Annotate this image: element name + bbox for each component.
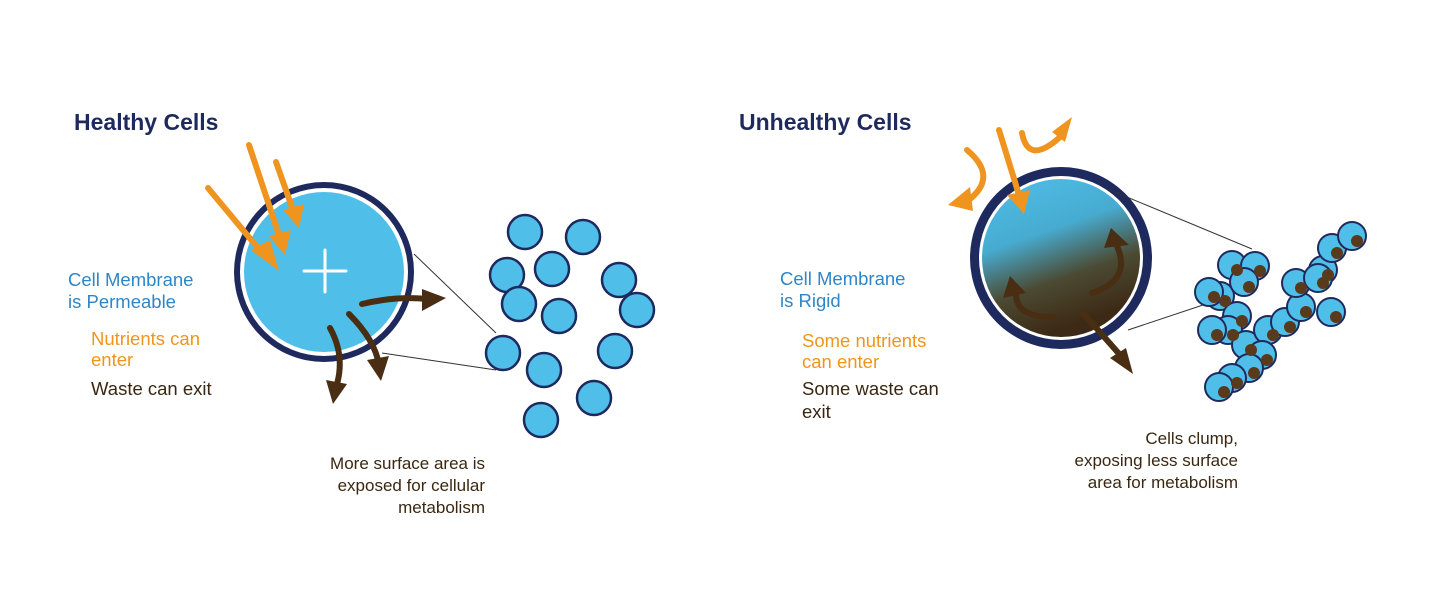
healthy-title: Healthy Cells xyxy=(74,109,219,135)
caption-line: More surface area is xyxy=(330,454,485,473)
label-line: Some nutrients xyxy=(802,330,927,351)
healthy-cell xyxy=(234,182,414,362)
unhealthy-nutrient-label: Some nutrients can enter xyxy=(802,330,926,372)
healthy-waste-label: Waste can exit xyxy=(91,377,212,400)
label-line: Waste can exit xyxy=(91,378,212,399)
unhealthy-membrane-label: Cell Membrane is Rigid xyxy=(780,268,905,312)
clumped-cells xyxy=(1194,221,1367,402)
caption-line: metabolism xyxy=(398,498,485,517)
caption-line: area for metabolism xyxy=(1087,473,1238,492)
unhealthy-title: Unhealthy Cells xyxy=(739,109,912,135)
healthy-membrane-label: Cell Membrane is Permeable xyxy=(68,269,193,313)
label-line: exit xyxy=(802,401,831,422)
label-line: Cell Membrane xyxy=(68,269,194,290)
healthy-small-cells xyxy=(484,213,656,439)
label-line: Nutrients can xyxy=(91,328,200,349)
healthy-waste-arrows xyxy=(326,289,446,404)
unhealthy-internal-arrows xyxy=(1003,228,1129,321)
healthy-nutrient-label: Nutrients can enter xyxy=(91,328,200,370)
caption-line: exposing less surface xyxy=(1074,451,1238,470)
clumped-cell-spots xyxy=(1208,235,1363,398)
label-line: can enter xyxy=(802,351,880,372)
label-line: Cell Membrane xyxy=(780,268,906,289)
unhealthy-caption: Cells clump, exposing less surface area … xyxy=(1075,428,1238,494)
unhealthy-waste-label: Some waste can exit xyxy=(802,377,939,423)
healthy-caption: More surface area is exposed for cellula… xyxy=(330,453,485,519)
plus-icon xyxy=(302,248,348,294)
unhealthy-waste-arrow xyxy=(1080,310,1133,374)
label-line: is Rigid xyxy=(780,290,841,311)
caption-line: exposed for cellular xyxy=(337,476,485,495)
healthy-zoom-lines xyxy=(381,253,497,371)
label-line: is Permeable xyxy=(68,291,176,312)
healthy-nutrient-arrows xyxy=(205,142,304,271)
caption-line: Cells clump, xyxy=(1145,429,1238,448)
unhealthy-cell xyxy=(970,167,1152,349)
label-line: Some waste can xyxy=(802,378,939,399)
unhealthy-nutrient-arrows xyxy=(948,117,1072,214)
label-line: enter xyxy=(91,349,134,370)
